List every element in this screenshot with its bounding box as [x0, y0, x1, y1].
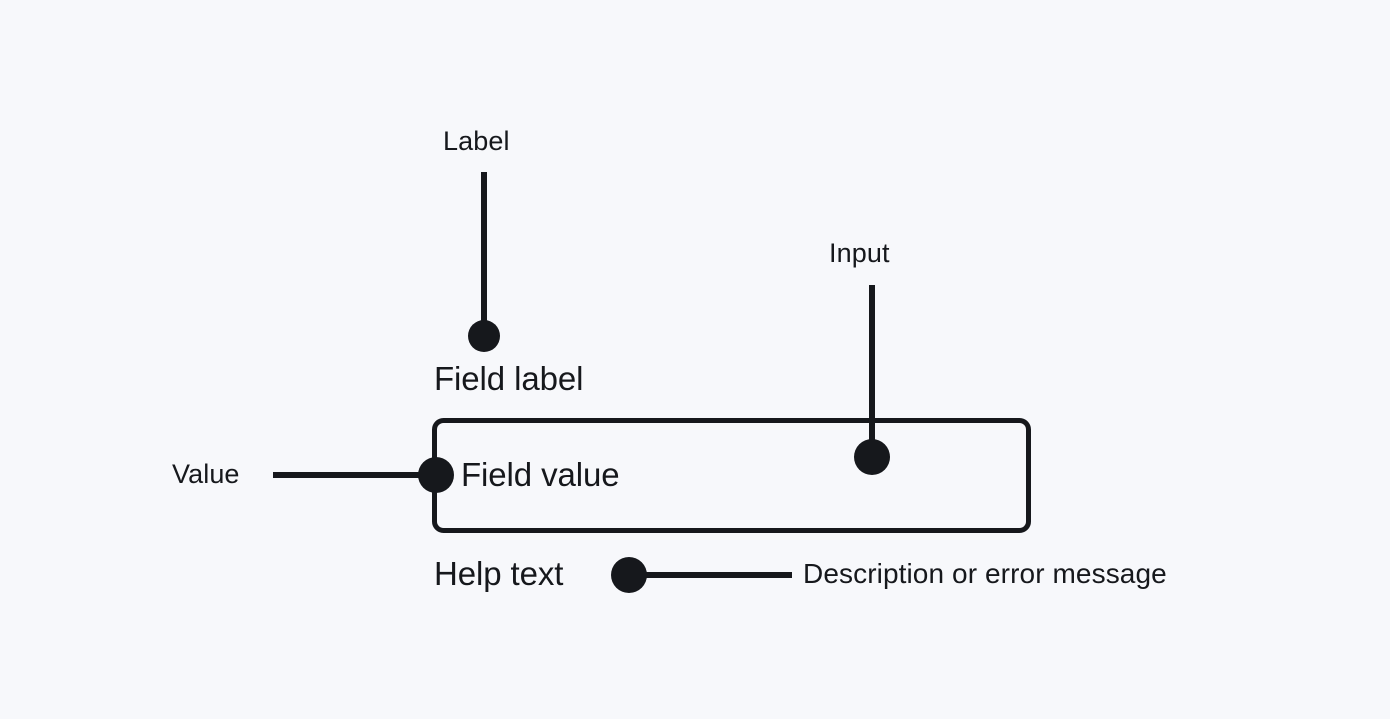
value-connector-dot [418, 457, 454, 493]
annotation-label-value: Value [172, 459, 240, 489]
annotation-label-help-text: Help text [434, 555, 564, 592]
input-connector-dot [854, 439, 890, 475]
annotation-label-input: Input [829, 238, 890, 268]
field-help-message: Description or error message [803, 558, 1167, 589]
annotation-label-label: Label [443, 126, 510, 156]
field-value[interactable]: Field value [461, 456, 620, 493]
field-label: Field label [434, 360, 584, 397]
label-connector-dot [468, 320, 500, 352]
